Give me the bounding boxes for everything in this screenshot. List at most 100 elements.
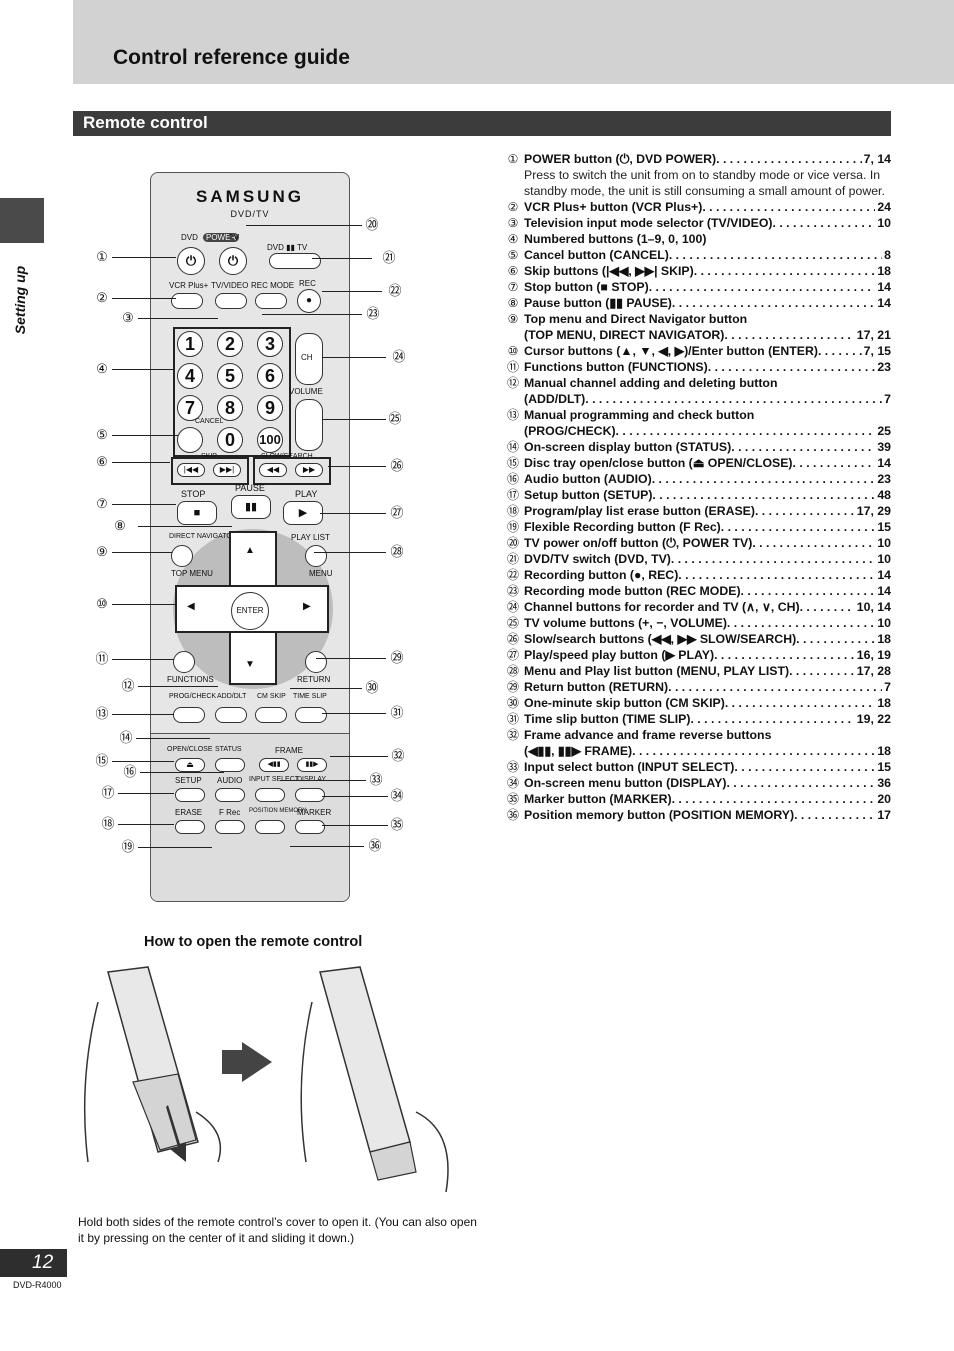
entry-label: Channel buttons for recorder and TV (∧, …: [524, 600, 800, 614]
remote-brand-logo: SAMSUNG: [196, 187, 304, 206]
remote-control-illustration: SAMSUNG DVD/TV DVD POWER TV DVD ▮▮ TV ⏻ …: [150, 172, 350, 902]
callout-number: ⑮: [95, 753, 109, 768]
entry-number: ⑮: [506, 456, 519, 470]
cursor-right-icon: ▶: [303, 601, 311, 612]
remote-label-position-memory: POSITION MEMORY: [249, 808, 307, 814]
entry-label: POWER button (⏻, DVD POWER): [524, 152, 717, 166]
entry-label: Pause button (▮▮ PAUSE): [524, 296, 672, 310]
entry-pages: 7: [884, 392, 891, 406]
entry-number: ⑬: [506, 408, 519, 422]
status-key: [215, 758, 245, 772]
callout-leader: [112, 257, 176, 258]
callout-number: ㉞: [390, 788, 404, 803]
entry-label: Time slip button (TIME SLIP): [524, 712, 691, 726]
callout-leader: [314, 552, 386, 553]
callout-leader: [112, 761, 174, 762]
callout-number: ㉒: [388, 283, 402, 298]
entry-pages: 10: [877, 536, 891, 550]
callout-number: ⑭: [119, 730, 133, 745]
entry-label: Return button (RETURN): [524, 680, 669, 694]
remote-label-audio: AUDIO: [217, 776, 243, 785]
ch-rocker: [295, 333, 323, 385]
entry-label-continued: (TOP MENU, DIRECT NAVIGATOR): [524, 328, 725, 342]
f-rec-key: [215, 820, 245, 834]
frame-reverse-icon: ◀▮▮: [259, 758, 289, 772]
callout-leader: [322, 713, 386, 714]
callout-leader: [262, 314, 362, 315]
entry-pages: 48: [877, 488, 891, 502]
callout-number: ②: [96, 290, 108, 305]
volume-rocker: [295, 399, 323, 451]
callout-leader: [322, 825, 388, 826]
callout-number: ㉕: [388, 411, 402, 426]
entry-label: Stop button (■ STOP): [524, 280, 649, 294]
entry-label-continued: (PROG/CHECK): [524, 424, 616, 438]
entry-pages: 8: [884, 248, 891, 262]
entry-label: Audio button (AUDIO): [524, 472, 652, 486]
remote-label-input-select: INPUT SELECT: [249, 776, 300, 783]
entry-number: ㉘: [506, 664, 519, 678]
entry-number: ㉗: [506, 648, 519, 662]
reference-entry: ㉜ Frame advance and frame reverse buttons…: [505, 727, 891, 759]
entry-label: Setup button (SETUP): [524, 488, 653, 502]
entry-pages: 17, 29: [856, 504, 891, 518]
entry-number: ㉔: [506, 600, 519, 614]
page-number: 12: [32, 1252, 54, 1273]
dvd-power-icon: ⏻: [177, 247, 205, 275]
frame-advance-icon: ▮▮▶: [297, 758, 327, 772]
remote-label-slow-search: SLOW/SEARCH: [261, 453, 313, 460]
callout-number: ④: [96, 361, 108, 376]
callout-leader: [138, 318, 218, 319]
callout-number: ⑰: [101, 785, 115, 800]
callout-number: ㉑: [382, 250, 396, 265]
remote-cover-panel: OPEN/CLOSE STATUS FRAME ⏏ ◀▮▮ ▮▮▶ SETUP …: [151, 733, 349, 901]
audio-key: [215, 788, 245, 802]
skip-forward-icon: ▶▶|: [213, 463, 241, 477]
entry-number: ②: [507, 200, 519, 214]
callout-leader: [112, 462, 170, 463]
remote-label-tv: TV: [229, 233, 240, 242]
remote-label-f-rec: F Rec: [219, 808, 241, 817]
section-title: Remote control: [83, 113, 208, 132]
stop-icon: ■: [177, 501, 217, 525]
vcr-plus-key: [171, 293, 203, 309]
entry-label: Recording mode button (REC MODE): [524, 584, 741, 598]
callout-leader: [112, 504, 176, 505]
remote-label-menu: MENU: [309, 569, 333, 578]
cursor-down-icon: ▼: [245, 659, 255, 670]
callout-leader: [290, 846, 364, 847]
side-tab-label: Setting up: [12, 265, 28, 335]
entry-number: ㉜: [506, 728, 519, 742]
callout-number: ⑬: [95, 706, 109, 721]
entry-number: ㉟: [506, 792, 519, 806]
entry-pages: 18: [877, 264, 891, 278]
callout-leader: [316, 658, 386, 659]
howto-caption: Hold both sides of the remote control’s …: [78, 1215, 477, 1245]
cancel-key: [177, 427, 203, 453]
entry-label: Frame advance and frame reverse buttons: [524, 728, 772, 742]
callout-leader: [328, 466, 386, 467]
entry-number: ⑤: [507, 248, 519, 262]
cursor-up-icon: ▲: [245, 545, 255, 556]
cm-skip-key: [255, 707, 287, 723]
entry-pages: 7, 15: [863, 344, 891, 358]
callout-number: ㉘: [390, 544, 404, 559]
section-band: [73, 111, 891, 136]
callout-leader: [322, 357, 386, 358]
entry-label: Functions button (FUNCTIONS): [524, 360, 708, 374]
entry-label: Manual programming and check button: [524, 408, 755, 422]
callout-leader: [112, 435, 178, 436]
